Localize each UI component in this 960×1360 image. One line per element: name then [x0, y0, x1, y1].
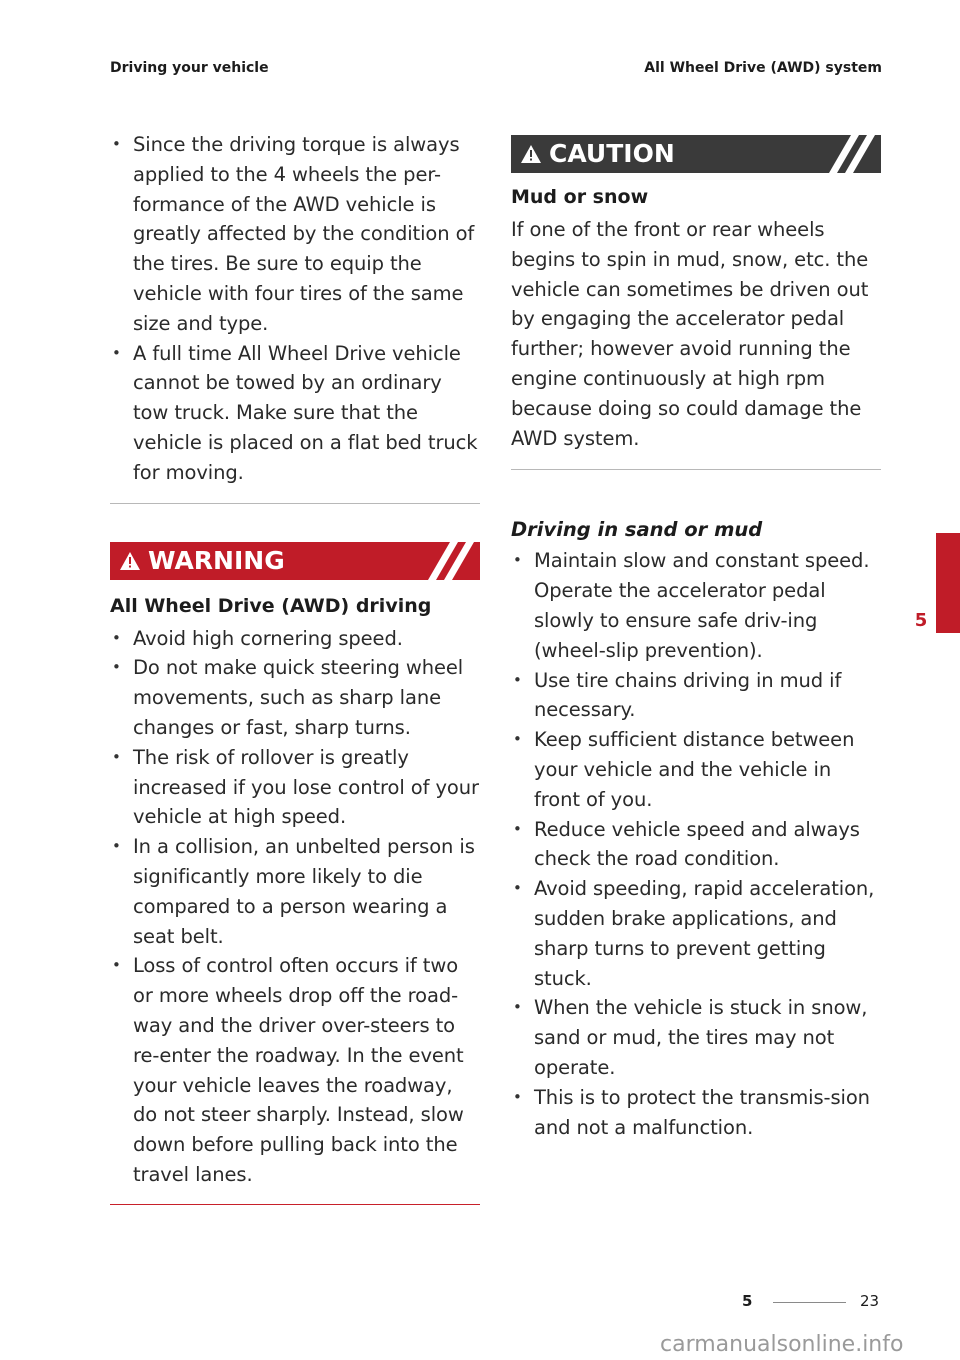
- running-header-section: Driving your vehicle: [110, 60, 269, 76]
- chapter-tab: [936, 533, 960, 633]
- warning-bullet-list: Avoid high cornering speed. Do not make …: [110, 624, 480, 1190]
- right-column: CAUTION Mud or snow If one of the front …: [511, 135, 881, 1142]
- warning-banner: WARNING: [110, 541, 480, 580]
- chapter-tab-number: 5: [914, 610, 928, 631]
- list-item: Use tire chains driving in mud if necess…: [511, 666, 881, 726]
- caution-subtitle: Mud or snow: [511, 186, 649, 208]
- caution-banner: CAUTION: [511, 135, 881, 173]
- footer-page-number: 23: [860, 1292, 880, 1310]
- caution-label: CAUTION: [549, 139, 675, 168]
- watermark: carmanualsonline.info: [660, 1332, 904, 1357]
- list-item: Avoid speeding, rapid acceleration, sudd…: [511, 874, 881, 993]
- list-item: Loss of control often occurs if two or m…: [110, 951, 480, 1189]
- list-item: A full time All Wheel Drive vehicle cann…: [110, 339, 480, 488]
- slash-decoration-icon: [428, 541, 474, 580]
- warning-label: WARNING: [148, 545, 285, 575]
- footer-chapter-number: 5: [742, 1292, 753, 1310]
- running-header-chapter: All Wheel Drive (AWD) system: [644, 60, 882, 76]
- divider: [511, 469, 881, 471]
- warning-triangle-icon: [120, 551, 140, 570]
- warning-triangle-icon: [521, 145, 541, 163]
- warning-subtitle: All Wheel Drive (AWD) driving: [110, 594, 432, 617]
- list-item: Since the driving torque is always appli…: [110, 130, 480, 339]
- caution-text: If one of the front or rear wheels begin…: [511, 218, 869, 450]
- list-item: In a collision, an unbelted person is si…: [110, 832, 480, 951]
- list-item: Do not make quick steering wheel movemen…: [110, 653, 480, 742]
- left-column: Since the driving torque is always appli…: [110, 130, 480, 1205]
- list-item: The risk of rollover is greatly increase…: [110, 743, 480, 832]
- list-item: This is to protect the transmis-sion and…: [511, 1083, 881, 1143]
- footer-divider: [773, 1302, 846, 1303]
- divider: [110, 502, 480, 504]
- section-title: Driving in sand or mud: [511, 518, 763, 542]
- list-item: Avoid high cornering speed.: [110, 624, 480, 654]
- list-item: Reduce vehicle speed and always check th…: [511, 815, 881, 875]
- list-item: Keep sufficient distance between your ve…: [511, 725, 881, 814]
- intro-bullet-list: Since the driving torque is always appli…: [110, 130, 480, 488]
- slash-decoration-icon: [829, 135, 875, 173]
- warning-end-divider: [110, 1203, 480, 1205]
- list-item: Maintain slow and constant speed. Operat…: [511, 546, 881, 665]
- section-bullet-list: Maintain slow and constant speed. Operat…: [511, 546, 881, 1142]
- list-item: When the vehicle is stuck in snow, sand …: [511, 993, 881, 1082]
